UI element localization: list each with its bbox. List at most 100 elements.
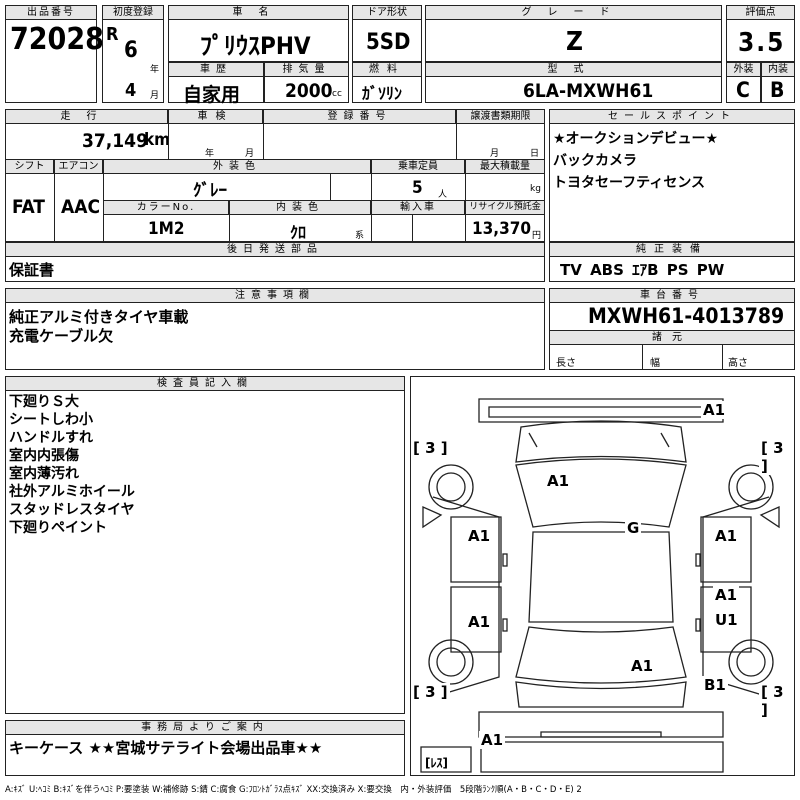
capacity-unit: 人 bbox=[438, 190, 448, 200]
load-label: 最大積載量 bbox=[465, 159, 545, 174]
inspection-label: 車検 bbox=[168, 109, 263, 124]
insp-year-unit: 年 bbox=[205, 149, 215, 159]
tire-mark-rear-right: [ 3 ] bbox=[759, 683, 794, 719]
int-label: 内装 bbox=[761, 62, 795, 77]
damage-mark-left-front-door: A1 bbox=[466, 527, 493, 545]
displacement-label: 排気量 bbox=[264, 62, 349, 77]
shift-label: シフト bbox=[5, 159, 54, 174]
km-unit: km bbox=[144, 130, 171, 150]
insp-month-unit: 月 bbox=[245, 149, 255, 159]
sales-item: トヨタセーフティセンス bbox=[553, 175, 706, 191]
office-message: キーケース ★★宮城サテライト会場出品車★★ bbox=[9, 739, 323, 757]
mileage-label: 走行 bbox=[5, 109, 168, 124]
recycle: 13,370 bbox=[472, 219, 532, 239]
damage-mark-hood: A1 bbox=[545, 472, 572, 490]
color: ｸﾞﾚｰ bbox=[193, 181, 227, 201]
score-label: 評価点 bbox=[726, 5, 795, 20]
ac-label: エアコン bbox=[54, 159, 103, 174]
fuel-label: 燃料 bbox=[352, 62, 422, 77]
first-reg-box bbox=[102, 5, 164, 103]
sales-label: セールスポイント bbox=[549, 109, 795, 124]
reg-no-label: 登録番号 bbox=[263, 109, 456, 124]
chassis-number: MXWH61-4013789 bbox=[588, 304, 785, 328]
load-unit: kg bbox=[530, 184, 541, 194]
damage-mark-trunk: A1 bbox=[629, 657, 656, 675]
car-name: ﾌﾟﾘｳｽPHV bbox=[200, 32, 311, 60]
height-label: 高さ bbox=[728, 358, 748, 369]
lot-label: 出品番号 bbox=[5, 5, 97, 20]
score: 3.5 bbox=[738, 28, 786, 58]
later-parts: 保証書 bbox=[9, 261, 55, 279]
later-parts-label: 後日発送部品 bbox=[5, 242, 545, 257]
first-reg-label: 初度登録 bbox=[102, 5, 164, 20]
transfer-month-unit: 月 bbox=[490, 149, 500, 159]
inspector-box bbox=[5, 376, 405, 714]
color-label: 外装色 bbox=[103, 159, 371, 174]
damage-mark-rear-bumper: A1 bbox=[479, 731, 506, 749]
ext-label: 外装 bbox=[726, 62, 761, 77]
note-line: 充電ケーブル欠 bbox=[9, 327, 114, 345]
mileage: 37,149 bbox=[82, 130, 148, 152]
fuel: ｶﾞｿﾘﾝ bbox=[362, 84, 403, 103]
damage-mark-right-rear-door-dent: U1 bbox=[713, 611, 740, 629]
width-label: 幅 bbox=[650, 358, 660, 369]
era: R bbox=[106, 24, 119, 45]
int-grade: B bbox=[770, 78, 785, 102]
inspector-line: スタッドレスタイヤ bbox=[9, 502, 135, 518]
office-label: 事務局よりご案内 bbox=[5, 720, 405, 735]
model: 6LA-MXWH61 bbox=[523, 80, 654, 102]
spec-label: 諸元 bbox=[549, 330, 795, 345]
car-outline bbox=[420, 398, 780, 773]
import-label: 輸入車 bbox=[371, 200, 465, 215]
inspector-line: 室内薄汚れ bbox=[9, 466, 79, 482]
genuine-label: 純正装備 bbox=[549, 242, 795, 257]
inspector-line: 室内内張傷 bbox=[9, 448, 79, 464]
lot-number: 72028 bbox=[10, 22, 104, 57]
sales-item: ★オークションデビュー★ bbox=[553, 131, 719, 147]
damage-mark-right-front-door: A1 bbox=[713, 527, 740, 545]
tire-mark-front-right: [ 3 ] bbox=[759, 439, 794, 475]
tire-mark-front-left: [ 3 ] bbox=[411, 439, 450, 457]
car-name-label: 車名 bbox=[168, 5, 349, 20]
inspector-line: ハンドルすれ bbox=[9, 430, 93, 446]
damage-mark-right-rear-door: A1 bbox=[713, 586, 740, 604]
legend: A:ｷｽﾞ U:ﾍｺﾐ B:ｷｽﾞを伴うﾍｺﾐ P:要塗装 W:補修跡 S:錆 … bbox=[5, 785, 582, 795]
car-diagram: [ 3 ] [ 3 ] [ 3 ] [ 3 ] [ﾚｽ] A1 A1 G A1 … bbox=[410, 376, 795, 776]
transfer-label: 譲渡書類期限 bbox=[456, 109, 545, 124]
ext-grade: C bbox=[736, 78, 750, 102]
door-type: 5SD bbox=[366, 30, 411, 55]
inspector-line: 下廻りＳ大 bbox=[9, 394, 79, 410]
year-unit: 年 bbox=[150, 65, 160, 75]
color-no: 1M2 bbox=[148, 219, 185, 239]
tire-mark-rear-left: [ 3 ] bbox=[411, 683, 450, 701]
damage-mark-left-rear-door: A1 bbox=[466, 613, 493, 631]
recycle-unit: 円 bbox=[532, 231, 542, 241]
cc-unit: cc bbox=[332, 89, 342, 99]
damage-mark-windshield: G bbox=[625, 519, 642, 537]
damage-mark-rear-right: B1 bbox=[702, 676, 728, 694]
reg-year: 6 bbox=[124, 38, 138, 63]
chassis-label: 車台番号 bbox=[549, 288, 795, 303]
displacement: 2000 bbox=[285, 80, 333, 102]
sales-item: バックカメラ bbox=[553, 153, 637, 169]
grade: Z bbox=[566, 27, 583, 57]
int-color-unit: 系 bbox=[355, 231, 365, 241]
model-label: 型式 bbox=[425, 62, 722, 77]
damage-mark-front-bumper: A1 bbox=[701, 401, 728, 419]
spare-tire-mark: [ﾚｽ] bbox=[423, 754, 450, 771]
inspector-line: 下廻りペイント bbox=[9, 520, 107, 536]
int-color-label: 内装色 bbox=[229, 200, 371, 215]
transfer-day-unit: 日 bbox=[530, 149, 540, 159]
capacity-label: 乗車定員 bbox=[371, 159, 465, 174]
inspector-label: 検査員記入欄 bbox=[5, 376, 405, 391]
capacity: 5 bbox=[412, 178, 423, 198]
month-unit: 月 bbox=[150, 91, 160, 101]
genuine-equipment: TV ABS ｴｱB PS PW bbox=[560, 261, 725, 279]
ac: AAC bbox=[61, 196, 101, 218]
length-label: 長さ bbox=[556, 358, 576, 369]
inspector-line: シートしわ小 bbox=[9, 412, 93, 428]
lot-box bbox=[5, 5, 97, 103]
note-line: 純正アルミ付きタイヤ車載 bbox=[9, 308, 189, 326]
recycle-label: リサイクル預託金 bbox=[465, 200, 545, 215]
door-label: ドア形状 bbox=[352, 5, 422, 20]
